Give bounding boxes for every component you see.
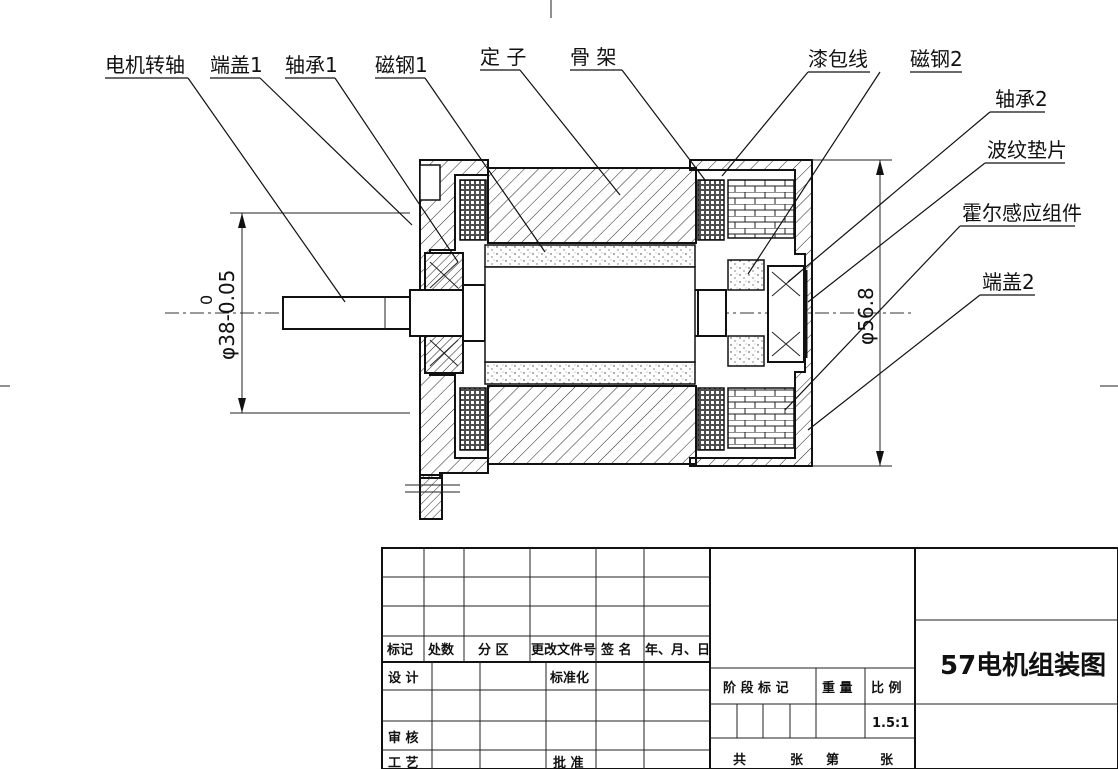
label-magnet-2: 磁钢2 bbox=[910, 47, 963, 71]
tb-scale-value: 1.5:1 bbox=[872, 716, 909, 731]
magnet-1 bbox=[484, 244, 696, 385]
title-block bbox=[381, 547, 1118, 769]
tb-design: 设 计 bbox=[388, 670, 419, 686]
tb-process: 工 艺 bbox=[388, 755, 419, 769]
sheet-marks bbox=[0, 0, 1118, 387]
label-hall-sensor: 霍尔感应组件 bbox=[962, 201, 1082, 225]
bearing-2 bbox=[767, 265, 808, 363]
tb-header-zone: 分 区 bbox=[478, 642, 509, 658]
dimension-left-text: φ38-0.05 bbox=[215, 270, 239, 360]
end-cap-2 bbox=[689, 159, 813, 467]
tb-approve: 批 准 bbox=[553, 755, 584, 769]
label-enameled-wire: 漆包线 bbox=[808, 47, 868, 71]
label-end-cap-2: 端盖2 bbox=[982, 270, 1035, 294]
tb-standardization: 标准化 bbox=[549, 670, 589, 686]
tb-header-signature: 签 名 bbox=[600, 642, 632, 658]
dimension-left-tolerance: 0 bbox=[197, 295, 216, 305]
tb-header-date: 年、月、日 bbox=[645, 642, 710, 658]
tb-page-no: 第 bbox=[826, 752, 839, 768]
label-bearing-2: 轴承2 bbox=[995, 87, 1048, 111]
stator bbox=[487, 167, 697, 465]
tb-stage-mark: 阶 段 标 记 bbox=[723, 680, 789, 696]
label-frame: 骨 架 bbox=[570, 45, 616, 69]
label-magnet-1: 磁钢1 bbox=[375, 53, 428, 77]
tb-review: 审 核 bbox=[388, 730, 419, 746]
dimension-right bbox=[812, 159, 892, 467]
label-shaft: 电机转轴 bbox=[105, 53, 185, 77]
tb-sheets: 张 bbox=[790, 753, 804, 768]
label-end-cap-1: 端盖1 bbox=[210, 53, 263, 77]
dimension-left bbox=[230, 212, 410, 414]
tb-header-mark: 标记 bbox=[386, 642, 413, 658]
drawing-title: 57电机组装图 bbox=[940, 650, 1106, 681]
tb-sheets-2: 张 bbox=[880, 753, 894, 768]
tb-weight: 重 量 bbox=[822, 680, 853, 696]
winding-coils bbox=[459, 179, 725, 451]
label-stator: 定 子 bbox=[480, 45, 526, 69]
end-cap-1 bbox=[405, 159, 489, 520]
tb-scale-label: 比 例 bbox=[871, 680, 902, 696]
tb-header-count: 处数 bbox=[427, 642, 455, 658]
label-wave-washer: 波纹垫片 bbox=[987, 138, 1067, 162]
tb-header-change-doc: 更改文件号 bbox=[531, 642, 596, 658]
label-bearing-1: 轴承1 bbox=[285, 53, 338, 77]
leader-lines bbox=[105, 69, 1075, 431]
tb-total: 共 bbox=[733, 752, 746, 768]
